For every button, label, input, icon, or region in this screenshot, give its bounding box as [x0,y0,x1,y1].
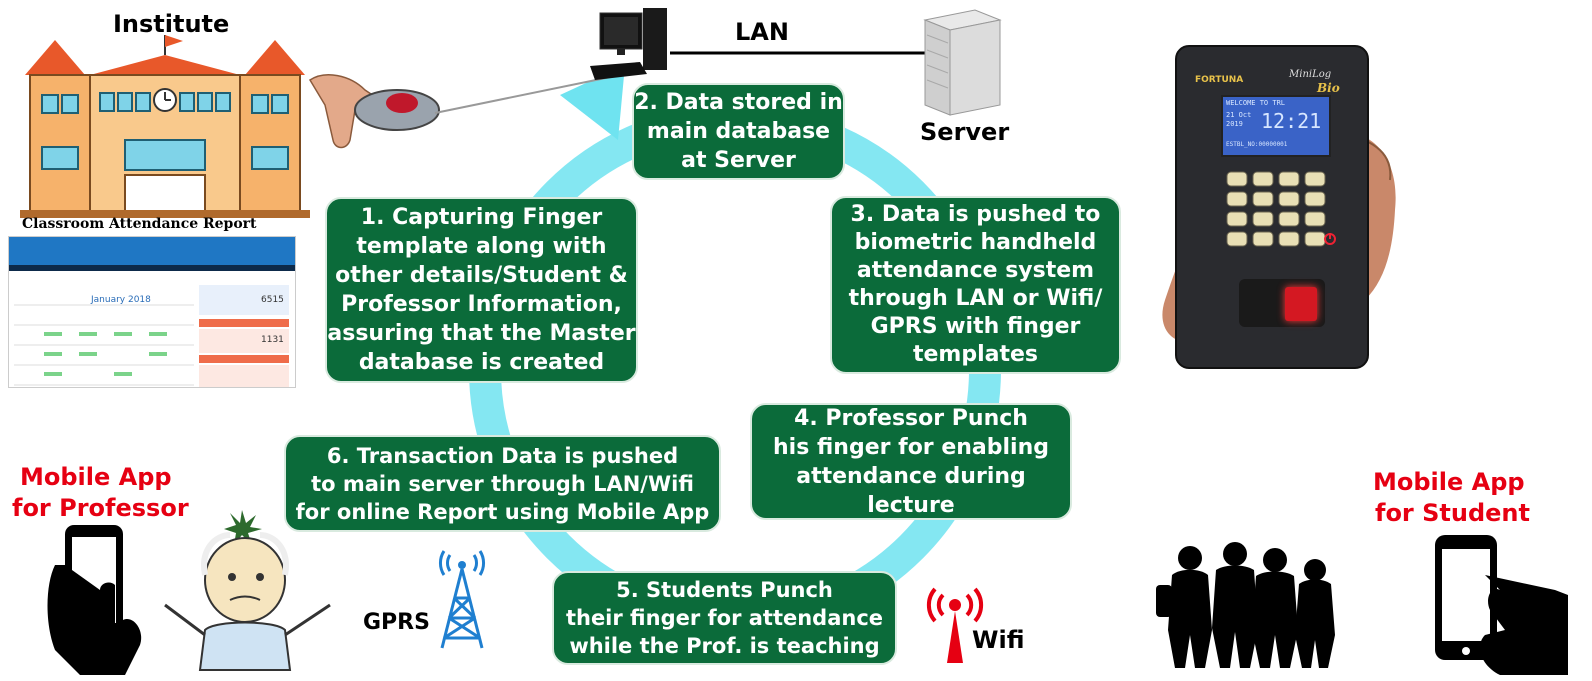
students-silhouette-icon [1156,542,1335,668]
cycle-arrowhead [560,65,625,140]
step-4-line3: attendance during lecture [796,463,1026,518]
screen-date: 21 Oct [1226,111,1252,119]
step-1-line3: other details/Student & [335,263,628,288]
wifi-antenna-icon [926,587,984,663]
step-3-line4: through LAN or Wifi/ [848,286,1103,311]
screen-line1: WELCOME TO TRL [1226,99,1286,107]
report-stat1: 6515 [261,295,284,305]
step-1-line5: assuring that the Master [327,321,636,346]
step-2-box: 2. Data stored in main database at Serve… [632,83,845,180]
mobile-app-professor-line2: for Professor [12,494,189,522]
report-month: January 2018 [91,295,151,305]
lan-label: LAN [735,18,789,46]
step-4-line1: 4. Professor Punch [794,405,1028,431]
step-3-line1: 3. Data is pushed to [850,202,1101,227]
device-brand: FORTUNA [1195,75,1244,85]
mobile-app-student-line2: for Student [1375,499,1530,527]
step-2-line1: 2. Data stored in [634,90,843,115]
step-1-box: 1. Capturing Finger template along with … [325,197,638,383]
screen-time: 12:21 [1261,109,1322,133]
device-model: MiniLog [1289,69,1332,80]
wifi-label: Wifi [972,626,1025,654]
server-icon [923,9,1002,116]
device-model-suffix: Bio [1317,81,1340,95]
report-stat2: 1131 [261,335,284,345]
institute-label: Institute [113,10,230,38]
step-1-line2: template along with [356,234,607,259]
screen-year: 2019 [1226,120,1243,128]
step-2-line2: main database [646,119,831,144]
institute-building-icon [20,35,310,218]
step-5-line3: while the Prof. is teaching [569,634,880,658]
lan-connection-line [670,51,925,55]
report-title: Classroom Attendance Report [22,216,257,232]
step-1-line4: Professor Information, [341,292,622,317]
gprs-label: GPRS [363,610,430,635]
biometric-device: FORTUNA MiniLog Bio WELCOME TO TRL 21 Oc… [1175,45,1369,369]
power-icon [1324,233,1336,245]
server-label: Server [920,118,1010,146]
step-6-line3: for online Report using Mobile App [295,499,710,524]
step-1-line6: database is created [358,350,605,375]
step-3-line6: templates [912,342,1038,367]
step-3-line2: biometric handheld [854,230,1097,255]
mobile-app-student-line1: Mobile App [1373,468,1525,496]
step-3-line3: attendance system [856,258,1095,283]
device-screen: WELCOME TO TRL 21 Oct 2019 12:21 ESTBL_N… [1221,95,1331,157]
hand-phone-student-icon [1435,535,1568,675]
step-1-line1: 1. Capturing Finger [360,205,603,230]
device-keypad [1226,171,1326,247]
step-5-line2: their finger for attendance [565,606,884,630]
step-2-line3: at Server [681,148,796,173]
computer-icon [590,8,667,80]
professor-cartoon-icon [164,510,331,671]
fingerprint-scanner-icon [308,74,440,149]
step-3-box: 3. Data is pushed to biometric handheld … [830,196,1121,374]
step-6-line2: to main server through LAN/Wifi [311,471,694,496]
step-4-box: 4. Professor Punch his finger for enabli… [750,403,1072,520]
step-5-box: 5. Students Punch their finger for atten… [552,571,897,665]
hand-phone-professor-icon [47,525,142,675]
mobile-app-professor-line1: Mobile App [20,463,172,491]
fingerprint-sensor [1239,279,1325,327]
report-calendar-grid [14,304,194,386]
step-6-box: 6. Transaction Data is pushed to main se… [284,435,721,532]
screen-id: ESTBL_NO:00000001 [1226,141,1288,148]
step-6-line1: 6. Transaction Data is pushed [326,443,679,468]
step-3-line5: GPRS with finger [870,314,1081,339]
step-5-line1: 5. Students Punch [616,578,833,602]
step-4-line2: his finger for enabling [773,434,1049,460]
attendance-report-screenshot: January 2018 6515 1131 [8,236,296,388]
gprs-tower-icon [439,550,485,649]
